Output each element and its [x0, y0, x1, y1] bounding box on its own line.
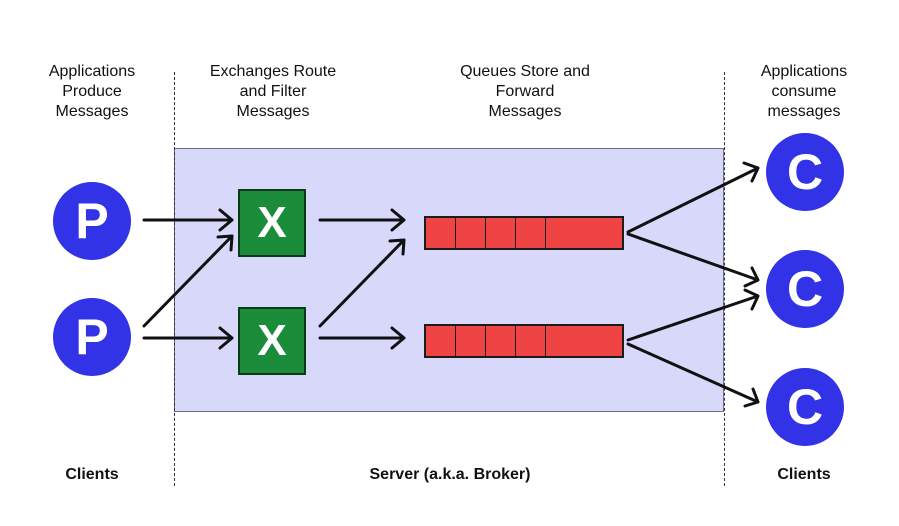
arrow-q2-c2 [626, 288, 760, 342]
queue-1 [424, 216, 624, 250]
arrow-p1-x1 [142, 208, 234, 232]
arrow-x2-q2 [318, 326, 406, 350]
queue-1-slot [486, 218, 516, 248]
queue-2-slot [486, 326, 516, 356]
clients-server-divider-right [724, 72, 725, 486]
exchange-node-1: X [238, 189, 306, 257]
producer-node-2: P [53, 298, 131, 376]
producers-heading: Applications Produce Messages [48, 63, 136, 120]
consumers-heading: Applications consume messages [760, 63, 848, 120]
queue-2-slot [456, 326, 486, 356]
arrow-x1-q1 [318, 208, 406, 232]
arrow-q1-c2 [626, 232, 760, 288]
arrow-p2-x1 [142, 234, 234, 328]
clients-label-right: Clients [777, 466, 831, 483]
queues-heading: Queues Store and Forward Messages [460, 63, 590, 120]
clients-label-left: Clients [65, 466, 119, 483]
exchange-node-2: X [238, 307, 306, 375]
queue-2-slot [426, 326, 456, 356]
arrow-q1-c1 [626, 161, 760, 234]
clients-server-divider-left [174, 72, 175, 486]
arrow-p2-x2 [142, 326, 234, 350]
queue-1-slot [426, 218, 456, 248]
queue-1-slot [456, 218, 486, 248]
arrow-q2-c3 [626, 342, 760, 408]
producer-node-1: P [53, 182, 131, 260]
queue-2 [424, 324, 624, 358]
arrow-x2-q1 [318, 238, 406, 328]
consumer-node-2: C [766, 250, 844, 328]
queue-2-slot [516, 326, 546, 356]
queue-1-slot [546, 218, 622, 248]
exchanges-heading: Exchanges Route and Filter Messages [209, 63, 337, 120]
consumer-node-1: C [766, 133, 844, 211]
consumer-node-3: C [766, 368, 844, 446]
queue-2-slot [546, 326, 622, 356]
queue-1-slot [516, 218, 546, 248]
server-label: Server (a.k.a. Broker) [369, 466, 531, 483]
